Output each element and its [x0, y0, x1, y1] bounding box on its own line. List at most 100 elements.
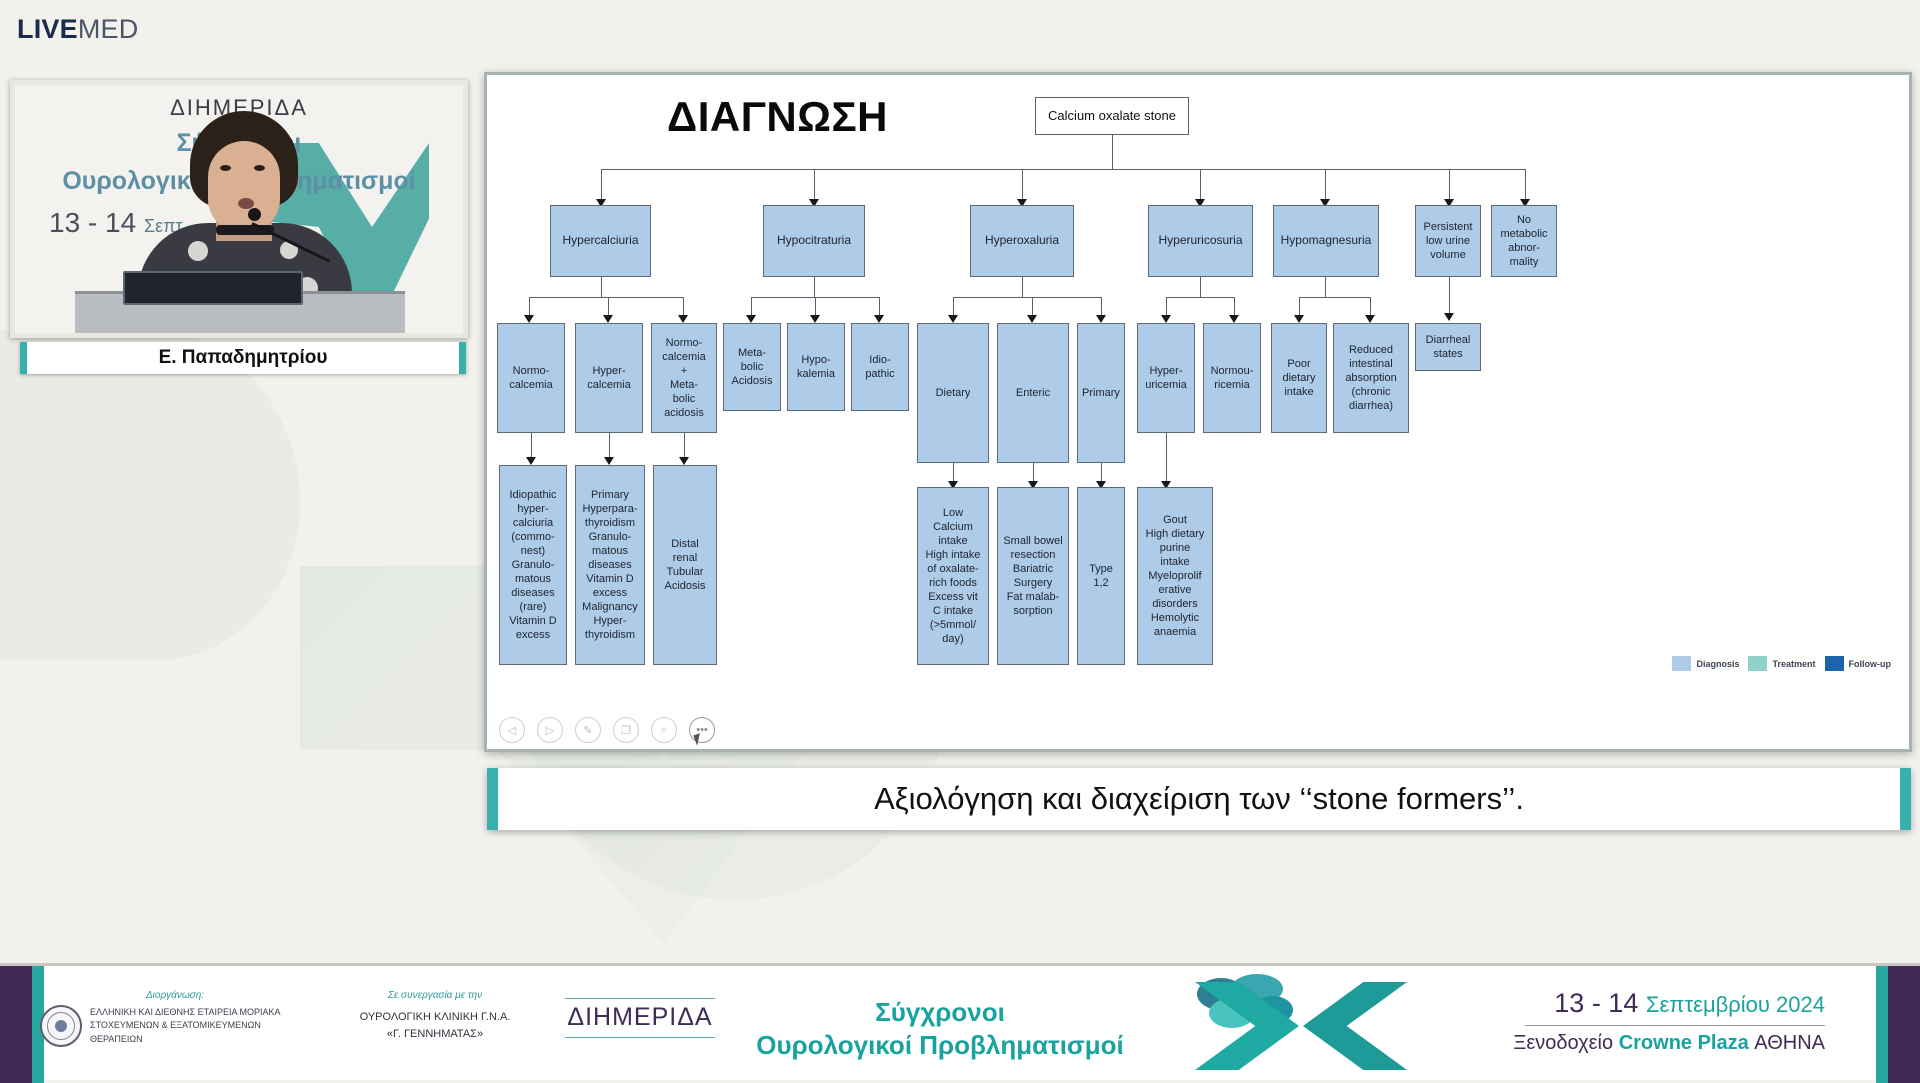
annotate-pen-button[interactable]: ✎: [575, 717, 601, 743]
diagram-node-no-metabolic-abnormality: No metabolic abnor- mality: [1491, 205, 1557, 277]
event-venue: Ξενοδοχείο Crowne Plaza ΑΘΗΝΑ: [1495, 1032, 1825, 1055]
previous-slide-button[interactable]: ◁: [499, 717, 525, 743]
connector-arrow: [1161, 481, 1171, 489]
connector: [1325, 169, 1326, 201]
connector: [683, 297, 684, 317]
connector-arrow: [1520, 199, 1530, 207]
magnifier-icon: ⌕: [660, 723, 668, 736]
organizer-name-line2: ΣΤΟΧΕΥΜΕΝΩΝ & ΕΞΑΤΟΜΙΚΕΥΜΕΝΩΝ ΘΕΡΑΠΕΙΩΝ: [90, 1020, 261, 1044]
ellipsis-icon: •••: [696, 724, 708, 736]
diagram-node-small-bowel-resection: Small bowel resection Bariatric Surgery …: [997, 487, 1069, 665]
connector: [1033, 463, 1034, 483]
connector: [1449, 277, 1450, 315]
connector-arrow: [1028, 481, 1038, 489]
connector: [601, 277, 602, 297]
connector-arrow: [1195, 199, 1205, 207]
connector-arrow: [1027, 315, 1037, 323]
speaker-eye: [220, 165, 231, 171]
connector: [814, 277, 815, 297]
more-options-button[interactable]: •••: [689, 717, 715, 743]
connector-arrow: [1365, 315, 1375, 323]
legend-swatch-followup: [1824, 656, 1844, 671]
speaker-name-text: Ε. Παπαδημητρίου: [158, 347, 328, 368]
speaker-face: [208, 141, 280, 233]
diagram-node-normocalcemia-metabolic-acidosis: Normo- calcemia + Meta- bolic acidosis: [651, 323, 717, 433]
conference-title: Σύγχρονοι Ουρολογικοί Προβληματισμοί: [720, 996, 1160, 1063]
cooperation-line1: ΟΥΡΟΛΟΓΙΚΗ ΚΛΙΝΙΚΗ Γ.Ν.Α.: [359, 1011, 511, 1023]
connector: [1325, 277, 1326, 297]
venue-name: Crowne Plaza: [1618, 1032, 1749, 1054]
zoom-button[interactable]: ⌕: [651, 717, 677, 743]
slides-icon: ❐: [621, 724, 631, 737]
connector: [751, 297, 752, 317]
connector: [1166, 297, 1234, 298]
connector: [1200, 169, 1201, 201]
connector: [1200, 277, 1201, 297]
diagram-legend: Diagnosis Treatment Follow-up: [1672, 656, 1891, 671]
connector-arrow: [596, 199, 606, 207]
speaker-video-panel[interactable]: ΔΙΗΜΕΡΙΔΑ Σύγχρονοι Ουρολογικοί Προβλημα…: [10, 80, 468, 338]
dimerida-logo: ΔΙΗΜΕΡΙΔΑ: [565, 998, 715, 1038]
diagram-node-primary-hyperparathyroidism: Primary Hyperpara- thyroidism Granulo- m…: [575, 465, 645, 665]
connector-bus-level1: [601, 169, 1525, 170]
connector-arrow: [526, 457, 536, 465]
diagram-node-hyperoxaluria: Hyperoxaluria: [970, 205, 1074, 277]
connector: [1022, 169, 1023, 201]
connector: [531, 433, 532, 459]
connector: [684, 433, 685, 459]
cooperation-label: Σε συνεργασία με την: [387, 990, 483, 1001]
diagram-node-distal-renal-tubular-acidosis: Distal renal Tubular Acidosis: [653, 465, 717, 665]
slide-toolbar[interactable]: ◁ ▷ ✎ ❐ ⌕ •••: [499, 717, 715, 746]
conference-title-line1: Σύγχρονοι: [875, 997, 1005, 1027]
diagram-node-metabolic-acidosis: Meta- bolic Acidosis: [723, 323, 781, 411]
connector-arrow: [1444, 199, 1454, 207]
date-venue-block: 13 - 14 Σεπτεμβρίου 2024 Ξενοδοχείο Crow…: [1495, 988, 1825, 1055]
chevron-right-icon: ▷: [545, 724, 555, 737]
legend-swatch-treatment: [1748, 656, 1768, 671]
legend-item-followup: Follow-up: [1824, 656, 1891, 671]
speaker-choker: [216, 225, 274, 235]
legend-label-treatment: Treatment: [1772, 658, 1816, 669]
speaker-eye: [254, 165, 265, 171]
cooperation-line2: «Γ. ΓΕΝΝΗΜΑΤΑΣ»: [386, 1028, 484, 1041]
organizer-name-line1: ΕΛΛΗΝΙΚΗ ΚΑΙ ΔΙΕΘΝΗΣ ΕΤΑΙΡΕΙΑ ΜΟΡΙΑΚΑ: [90, 1006, 281, 1017]
connector: [1101, 463, 1102, 483]
diagram-node-idiopathic: Idio- pathic: [851, 323, 909, 411]
legend-label-diagnosis: Diagnosis: [1696, 658, 1740, 669]
connector-arrow: [874, 315, 884, 323]
microphone-head: [248, 208, 261, 221]
organizer-block: Διοργάνωση: ΕΛΛΗΝΙΚΗ ΚΑΙ ΔΙΕΘΝΗΣ ΕΤΑΙΡΕΙ…: [40, 990, 310, 1047]
dimerida-rule-top: [565, 998, 715, 999]
connector: [529, 297, 530, 317]
diagram-node-primary: Primary: [1077, 323, 1125, 463]
livemed-logo[interactable]: LIVEMED: [17, 14, 138, 45]
diagram-node-hyperuricosuria: Hyperuricosuria: [1148, 205, 1253, 277]
next-slide-button[interactable]: ▷: [537, 717, 563, 743]
dimerida-rule-bottom: [565, 1037, 715, 1038]
connector: [601, 169, 602, 201]
connector-arrow: [1017, 199, 1027, 207]
slides-overview-button[interactable]: ❐: [613, 717, 639, 743]
connector-arrow: [1161, 315, 1171, 323]
laptop: [123, 271, 303, 305]
connector-arrow: [948, 481, 958, 489]
chevron-left-icon: ◁: [507, 724, 517, 737]
logo-med-text: MED: [77, 14, 139, 44]
slide-title: ΔΙΑΓΝΩΣΗ: [667, 93, 888, 140]
slide-viewer[interactable]: ΔΙΑΓΝΩΣΗ Calcium oxalate stone Hypercalc…: [484, 72, 1912, 752]
event-date-days: 13 - 14: [1554, 988, 1639, 1018]
chevron-right-shape: [1303, 982, 1407, 1070]
event-date: 13 - 14 Σεπτεμβρίου 2024: [1495, 988, 1825, 1019]
connector: [1166, 433, 1167, 483]
organizer-label: Διοργάνωση:: [145, 990, 205, 1001]
connector: [1234, 297, 1235, 317]
connector: [609, 433, 610, 459]
connector: [1299, 297, 1370, 298]
dimerida-text: ΔΙΗΜΕΡΙΔΑ: [567, 1003, 713, 1031]
connector-arrow: [679, 457, 689, 465]
diagram-node-dietary: Dietary: [917, 323, 989, 463]
diagram-node-hypokalemia: Hypo- kalemia: [787, 323, 845, 411]
venue-city: ΑΘΗΝΑ: [1754, 1032, 1825, 1054]
connector-arrow: [1229, 315, 1239, 323]
cooperation-block: Σε συνεργασία με την ΟΥΡΟΛΟΓΙΚΗ ΚΛΙΝΙΚΗ …: [330, 990, 540, 1043]
